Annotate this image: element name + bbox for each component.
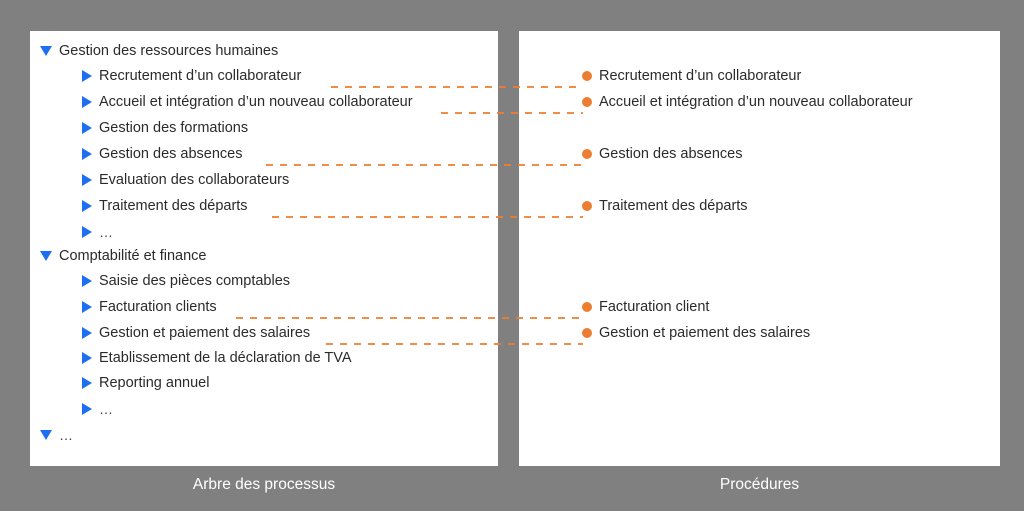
procedure-dot-icon (582, 149, 592, 159)
procedure-item[interactable]: Gestion et paiement des salaires (519, 320, 810, 346)
tree-item-label: Accueil et intégration d’un nouveau coll… (99, 93, 413, 110)
triangle-right-icon[interactable] (82, 96, 92, 108)
tree-item-label: Gestion des absences (99, 145, 243, 162)
procedure-dot-icon (582, 328, 592, 338)
procedure-dot-icon (582, 302, 592, 312)
tree-item-label: Gestion et paiement des salaires (99, 324, 311, 341)
tree-item-label: Etablissement de la déclaration de TVA (99, 349, 352, 366)
procedure-item-label: Gestion et paiement des salaires (599, 324, 811, 341)
triangle-right-icon[interactable] (82, 226, 92, 238)
tree-item-label: Gestion des formations (99, 119, 249, 136)
triangle-right-icon[interactable] (82, 352, 92, 364)
tree-item-label: … (99, 401, 115, 417)
procedure-item[interactable]: Traitement des départs (519, 193, 748, 219)
tree-item-label: Evaluation des collaborateurs (99, 171, 290, 188)
tree-item[interactable]: Gestion des absences (30, 141, 242, 167)
tree-item[interactable]: Gestion des ressources humaines (30, 38, 278, 64)
tree-item[interactable]: Recrutement d’un collaborateur (30, 63, 301, 89)
process-tree-caption: Arbre des processus (192, 476, 336, 493)
procedure-dot-icon (582, 71, 592, 81)
procedure-item-label: Accueil et intégration d’un nouveau coll… (599, 93, 913, 110)
tree-item[interactable]: Accueil et intégration d’un nouveau coll… (30, 89, 413, 115)
triangle-right-icon[interactable] (82, 122, 92, 134)
procedure-dot-icon (582, 97, 592, 107)
tree-item-label: Comptabilité et finance (59, 247, 207, 264)
tree-item[interactable]: Facturation clients (30, 294, 217, 320)
tree-item-label: … (99, 224, 115, 240)
tree-item-label: Recrutement d’un collaborateur (99, 67, 302, 84)
procedure-item-label: Gestion des absences (599, 145, 743, 162)
tree-item[interactable]: Gestion et paiement des salaires (30, 320, 310, 346)
tree-item[interactable]: … (30, 396, 115, 422)
tree-item-label: Reporting annuel (99, 374, 210, 391)
procedure-dot-icon (582, 201, 592, 211)
procedures-panel (519, 31, 1000, 466)
procedure-item-label: Traitement des départs (599, 197, 748, 214)
triangle-right-icon[interactable] (82, 70, 92, 82)
triangle-right-icon[interactable] (82, 403, 92, 415)
procedures-caption: Procédures (719, 476, 800, 493)
procedure-item[interactable]: Facturation client (519, 294, 709, 320)
tree-item[interactable]: Reporting annuel (30, 370, 209, 396)
tree-item-label: Traitement des départs (99, 197, 248, 214)
tree-item-label: Saisie des pièces comptables (99, 272, 291, 289)
tree-item[interactable]: … (30, 422, 75, 448)
triangle-right-icon[interactable] (82, 377, 92, 389)
tree-item-label: … (59, 427, 75, 443)
tree-item[interactable]: Saisie des pièces comptables (30, 268, 290, 294)
procedure-item[interactable]: Accueil et intégration d’un nouveau coll… (519, 89, 913, 115)
triangle-right-icon[interactable] (82, 301, 92, 313)
triangle-down-icon[interactable] (40, 46, 52, 56)
procedure-item[interactable]: Recrutement d’un collaborateur (519, 63, 801, 89)
triangle-right-icon[interactable] (82, 200, 92, 212)
triangle-right-icon[interactable] (82, 148, 92, 160)
tree-item[interactable]: Evaluation des collaborateurs (30, 167, 289, 193)
tree-item[interactable]: Etablissement de la déclaration de TVA (30, 345, 352, 371)
procedure-item-label: Recrutement d’un collaborateur (599, 67, 802, 84)
process-tree-panel (30, 31, 498, 466)
procedure-item-label: Facturation client (599, 298, 710, 315)
triangle-right-icon[interactable] (82, 327, 92, 339)
tree-item-label: Gestion des ressources humaines (59, 42, 279, 59)
procedure-item[interactable]: Gestion des absences (519, 141, 742, 167)
tree-item[interactable]: Comptabilité et finance (30, 243, 207, 269)
triangle-down-icon[interactable] (40, 430, 52, 440)
tree-item[interactable]: Traitement des départs (30, 193, 248, 219)
triangle-right-icon[interactable] (82, 174, 92, 186)
tree-item[interactable]: Gestion des formations (30, 115, 248, 141)
triangle-right-icon[interactable] (82, 275, 92, 287)
tree-item-label: Facturation clients (99, 298, 217, 315)
triangle-down-icon[interactable] (40, 251, 52, 261)
tree-item[interactable]: … (30, 219, 115, 245)
